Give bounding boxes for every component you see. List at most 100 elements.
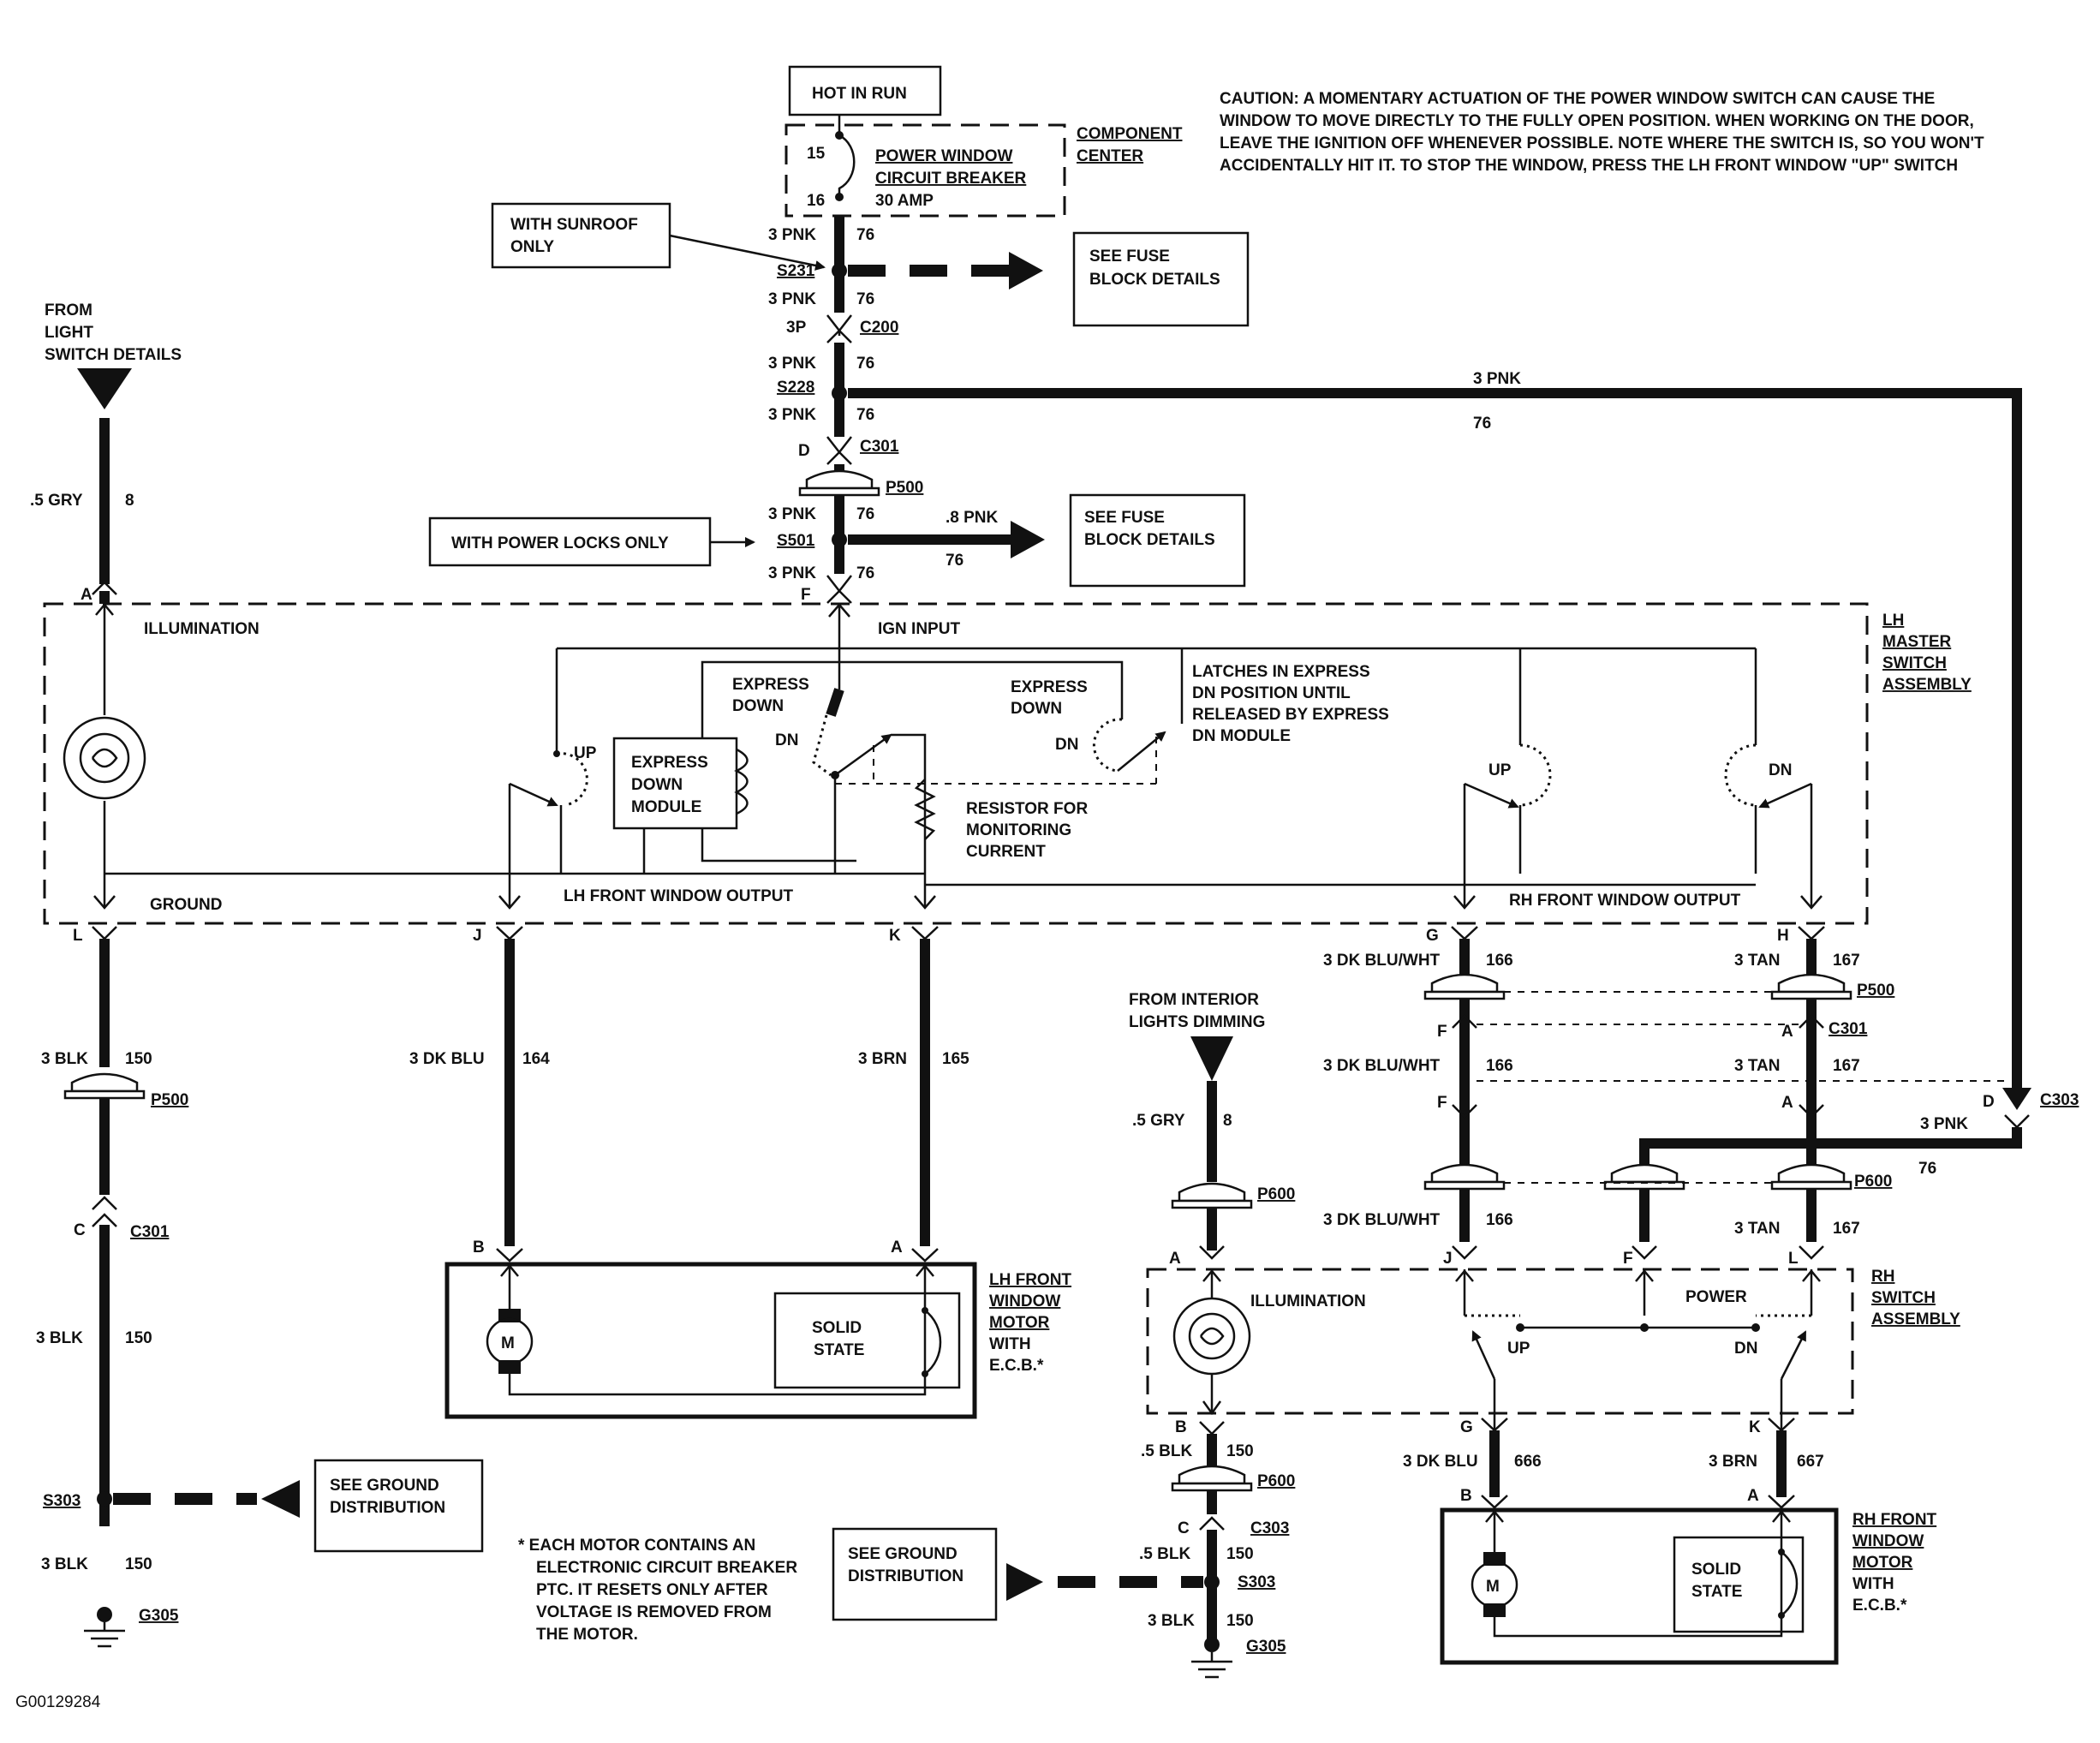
pin-label: A bbox=[1781, 1023, 1793, 1041]
svg-text:DISTRIBUTION: DISTRIBUTION bbox=[848, 1567, 963, 1585]
pin-label: B bbox=[1460, 1487, 1472, 1505]
wire-label: 3 PNK bbox=[1473, 370, 1521, 388]
pin-j-label: J bbox=[473, 927, 482, 945]
splice-label-s228: S228 bbox=[777, 379, 814, 397]
arrowhead bbox=[1202, 1400, 1222, 1416]
circuit-label: 8 bbox=[125, 492, 134, 510]
wire-label: 3 BRN bbox=[1709, 1453, 1757, 1471]
svg-text:LEAVE THE IGNITION OFF WHENEVE: LEAVE THE IGNITION OFF WHENEVER POSSIBLE… bbox=[1220, 134, 1984, 152]
ground-point-g305-rh bbox=[1204, 1637, 1220, 1652]
breaker-terminal-15 bbox=[835, 131, 844, 140]
switch-arc bbox=[812, 714, 832, 777]
splice-s231 bbox=[832, 263, 847, 278]
svg-text:SOLID: SOLID bbox=[1691, 1561, 1741, 1579]
see-fuse-block-box-2: SEE FUSE BLOCK DETAILS bbox=[1069, 493, 1246, 588]
pin-label: F bbox=[1437, 1094, 1447, 1112]
ptc-terminal bbox=[1778, 1612, 1785, 1619]
pin-15-label: 15 bbox=[807, 145, 826, 163]
connector-a-rh-illum bbox=[1199, 1245, 1225, 1260]
dn-label-2: DN bbox=[1055, 736, 1078, 754]
arrowhead bbox=[916, 1264, 934, 1277]
pin-label: A bbox=[1781, 1094, 1793, 1112]
connector-g-master bbox=[1451, 926, 1478, 940]
circuit-label: 167 bbox=[1833, 1220, 1860, 1238]
svg-text:CENTER: CENTER bbox=[1077, 147, 1143, 165]
svg-text:RELEASED BY EXPRESS: RELEASED BY EXPRESS bbox=[1192, 706, 1389, 724]
wire-label: 3 PNK bbox=[768, 355, 816, 373]
svg-text:FROM: FROM bbox=[45, 301, 92, 319]
svg-text:PTC. IT RESETS ONLY AFTER: PTC. IT RESETS ONLY AFTER bbox=[536, 1581, 768, 1599]
rh-solid-state-box bbox=[1673, 1536, 1805, 1633]
circuit-label: 76 bbox=[856, 505, 874, 523]
svg-text:RH FRONT: RH FRONT bbox=[1852, 1511, 1937, 1529]
motor-brush bbox=[1483, 1603, 1506, 1617]
svg-text:WINDOW: WINDOW bbox=[1852, 1532, 1924, 1550]
wire-label: 3 BLK bbox=[1148, 1612, 1195, 1630]
pin-a-label: A bbox=[81, 586, 92, 604]
illumination-bulb-lh bbox=[63, 716, 146, 800]
circuit-label: 76 bbox=[856, 290, 874, 308]
connector-p600-rh bbox=[1423, 1163, 1852, 1191]
resistor-symbol bbox=[914, 779, 936, 840]
svg-text:COMPONENT: COMPONENT bbox=[1077, 125, 1183, 143]
lh-motor-title: LH FRONT WINDOW MOTOR WITH E.C.B.* bbox=[989, 1271, 1071, 1375]
rh-motor-box bbox=[1440, 1507, 1839, 1665]
connector-p600-interior bbox=[1171, 1182, 1253, 1209]
see-ground-box-2: SEE GROUND DISTRIBUTION bbox=[832, 1527, 998, 1621]
wire-label: 3 DK BLU bbox=[1403, 1453, 1478, 1471]
rh-motor-m-label: M bbox=[1486, 1578, 1500, 1596]
svg-text:LIGHT: LIGHT bbox=[45, 324, 93, 342]
rh-power-label: POWER bbox=[1685, 1288, 1747, 1306]
circuit-label: 167 bbox=[1833, 952, 1860, 970]
splice-s228 bbox=[832, 385, 847, 401]
pin-label: C bbox=[1178, 1519, 1190, 1537]
rh-motor-title: RH FRONT WINDOW MOTOR WITH E.C.B.* bbox=[1852, 1511, 1937, 1615]
figure-id: G00129284 bbox=[15, 1693, 101, 1711]
svg-text:BLOCK DETAILS: BLOCK DETAILS bbox=[1084, 531, 1215, 549]
svg-text:EXPRESS: EXPRESS bbox=[631, 754, 708, 772]
connector-c301-rh bbox=[1452, 1014, 1824, 1029]
rh-dn-label: DN bbox=[1734, 1340, 1757, 1358]
lh-dn-switch-blade bbox=[834, 733, 892, 777]
f-pin: F bbox=[801, 586, 811, 604]
switch-contact bbox=[1751, 1323, 1760, 1332]
wire-3pnk-76-to-c303 bbox=[848, 388, 2022, 1088]
motor-m-label: M bbox=[501, 1334, 515, 1352]
svg-text:WINDOW TO MOVE DIRECTLY TO THE: WINDOW TO MOVE DIRECTLY TO THE FULLY OPE… bbox=[1220, 112, 1974, 130]
svg-text:WITH: WITH bbox=[989, 1335, 1031, 1353]
rh-dn-blade bbox=[1780, 1330, 1807, 1380]
s303-lh-label: S303 bbox=[43, 1492, 81, 1510]
arrowhead bbox=[1772, 1510, 1791, 1523]
p600-rh-label: P600 bbox=[1854, 1173, 1892, 1191]
switch-arc bbox=[1724, 743, 1757, 807]
lh-motor-box bbox=[444, 1262, 977, 1419]
svg-text:FROM INTERIOR: FROM INTERIOR bbox=[1129, 991, 1259, 1009]
arrowhead bbox=[95, 603, 114, 616]
connector-c200 bbox=[838, 330, 852, 343]
svg-text:DOWN: DOWN bbox=[1011, 700, 1062, 718]
connector-c301 bbox=[826, 436, 852, 465]
wire-label: .5 GRY bbox=[30, 492, 83, 510]
svg-text:MOTOR: MOTOR bbox=[989, 1314, 1050, 1332]
g305-rh-label: G305 bbox=[1246, 1638, 1286, 1656]
circuit-label: 165 bbox=[942, 1050, 969, 1068]
pin-label: F bbox=[1623, 1250, 1633, 1268]
c301-lh-label: C301 bbox=[130, 1223, 170, 1241]
svg-text:MODULE: MODULE bbox=[631, 798, 701, 816]
wire-label: .5 GRY bbox=[1132, 1112, 1185, 1130]
pin-label: G bbox=[1460, 1418, 1473, 1436]
arrowhead bbox=[1453, 895, 1476, 910]
splice-label-s501: S501 bbox=[777, 532, 815, 550]
c200-pin: 3P bbox=[786, 319, 807, 337]
circuit-label: 164 bbox=[522, 1050, 550, 1068]
pin-label: A bbox=[1169, 1250, 1181, 1268]
circuit-label: 150 bbox=[125, 1050, 152, 1068]
switch-contact bbox=[1640, 1323, 1649, 1332]
svg-text:* EACH MOTOR CONTAINS AN: * EACH MOTOR CONTAINS AN bbox=[518, 1537, 755, 1555]
wire-label: 3 TAN bbox=[1734, 1220, 1780, 1238]
c301-rh-label: C301 bbox=[1829, 1020, 1868, 1038]
power-locks-note-box: WITH POWER LOCKS ONLY bbox=[428, 516, 712, 567]
from-interior-arrow bbox=[1190, 1036, 1233, 1081]
connector-b-rh-illum bbox=[1199, 1421, 1225, 1436]
